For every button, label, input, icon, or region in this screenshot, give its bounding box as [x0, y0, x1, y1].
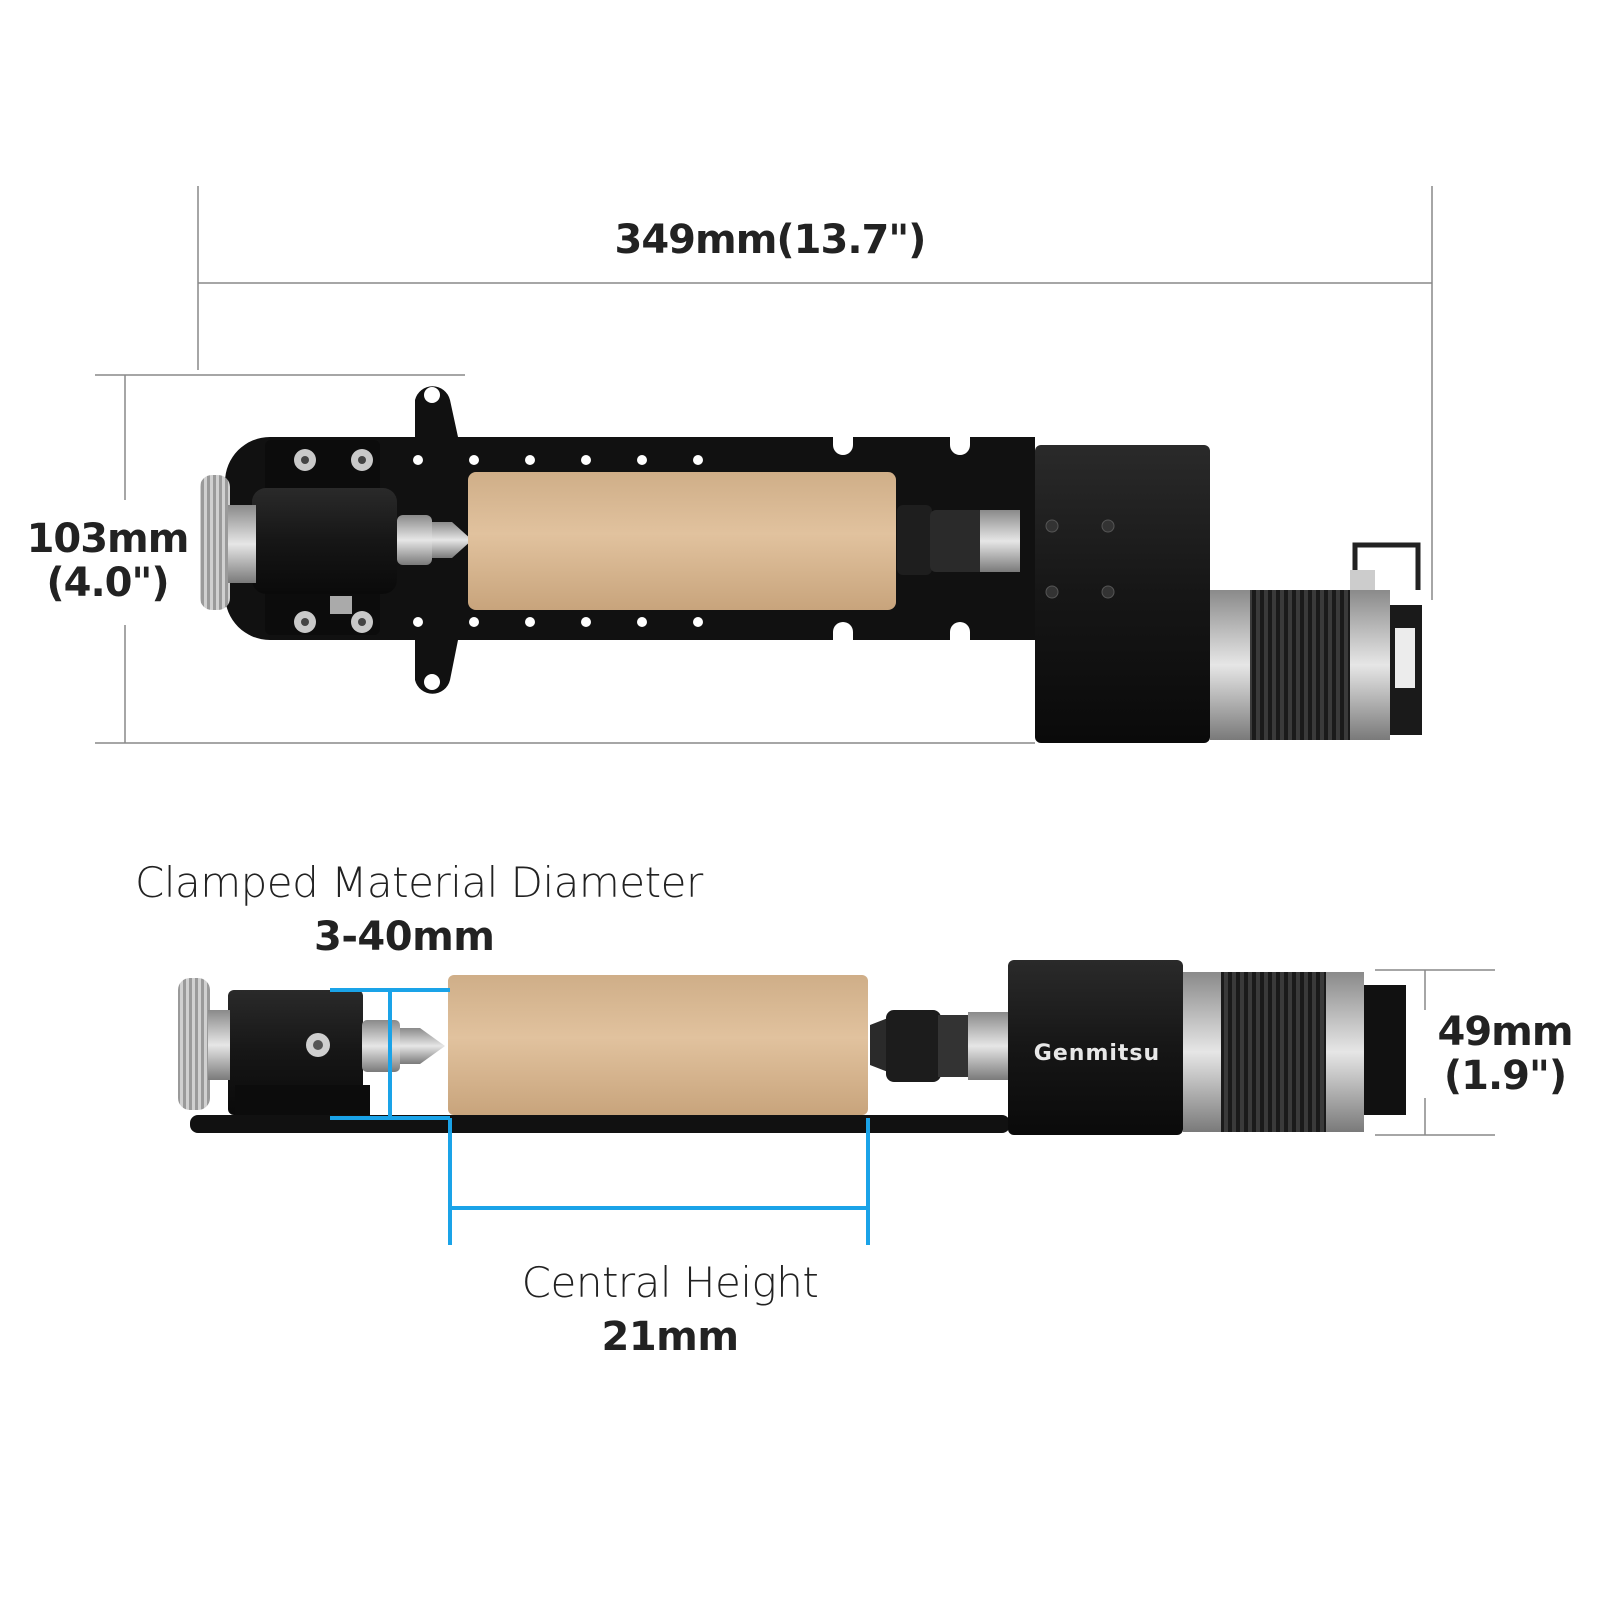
headstock-screws — [1045, 519, 1115, 599]
wood-workpiece — [468, 472, 896, 610]
tailstock-body — [252, 488, 397, 594]
knob-shaft — [228, 505, 256, 583]
side-tailstock-knob — [178, 978, 210, 1110]
clamped-diameter-caption: Clamped Material Diameter — [135, 858, 703, 907]
top-view — [95, 186, 1433, 744]
stepper-motor-top — [1210, 542, 1422, 740]
plate-holes — [413, 455, 703, 627]
side-tailstock-foot — [235, 1085, 370, 1115]
top-dimension-lines — [95, 186, 1433, 744]
central-height-caption: Central Height — [521, 1258, 819, 1307]
lock-lever — [330, 596, 352, 614]
screw-heads — [294, 449, 373, 633]
live-center-tip — [432, 522, 472, 558]
chuck — [897, 505, 1020, 575]
side-chuck — [870, 1010, 1008, 1082]
side-view: Genmitsu — [178, 960, 1495, 1245]
overall-height-in-label: (4.0") — [46, 560, 169, 606]
clamped-diameter-value: 3-40mm — [314, 914, 495, 960]
side-tailstock-body — [228, 990, 363, 1115]
side-dimension-lines — [1375, 969, 1495, 1136]
motor-height-in-label: (1.9") — [1443, 1053, 1567, 1099]
side-live-center-tip — [400, 1028, 445, 1064]
side-knob-shaft — [208, 1010, 230, 1080]
headstock-housing — [1035, 445, 1210, 743]
motor-height-mm-label: 49mm — [1437, 1009, 1573, 1055]
mount-hole — [424, 674, 440, 690]
mount-hole — [424, 387, 440, 403]
live-center-collar — [397, 515, 432, 565]
overall-height-mm-label: 103mm — [26, 516, 190, 562]
side-base-plate — [190, 1115, 1010, 1133]
central-height-value: 21mm — [601, 1314, 739, 1360]
overall-length-label: 349mm(13.7") — [614, 217, 927, 263]
highlight-lines — [330, 988, 870, 1245]
side-live-center-collar — [362, 1020, 400, 1072]
side-wood-workpiece — [448, 975, 868, 1115]
side-headstock-housing — [1008, 960, 1183, 1135]
stepper-motor-side — [1183, 972, 1406, 1132]
brand-logo: Genmitsu — [1034, 1041, 1160, 1066]
tailstock-knob — [200, 475, 230, 610]
